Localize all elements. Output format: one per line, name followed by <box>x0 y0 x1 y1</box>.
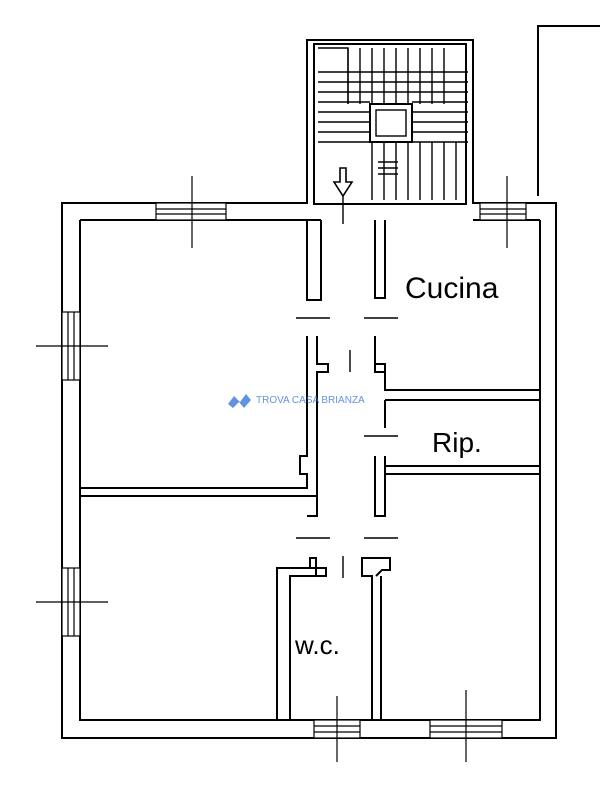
windows <box>36 176 527 762</box>
watermark: TROVA CASA BRIANZA <box>228 394 365 408</box>
room-label-kitchen: Cucina <box>405 272 499 305</box>
stairwell <box>313 43 468 224</box>
room-label-toilet: w.c. <box>294 630 340 660</box>
adjacent-building-line <box>537 25 600 196</box>
interior-walls <box>79 219 540 721</box>
watermark-logo-icon <box>228 394 251 408</box>
watermark-text: TROVA CASA BRIANZA <box>256 395 365 406</box>
room-label-storage: Rip. <box>432 427 482 458</box>
entrance-arrow-icon <box>332 167 354 224</box>
door-openings <box>296 317 398 578</box>
